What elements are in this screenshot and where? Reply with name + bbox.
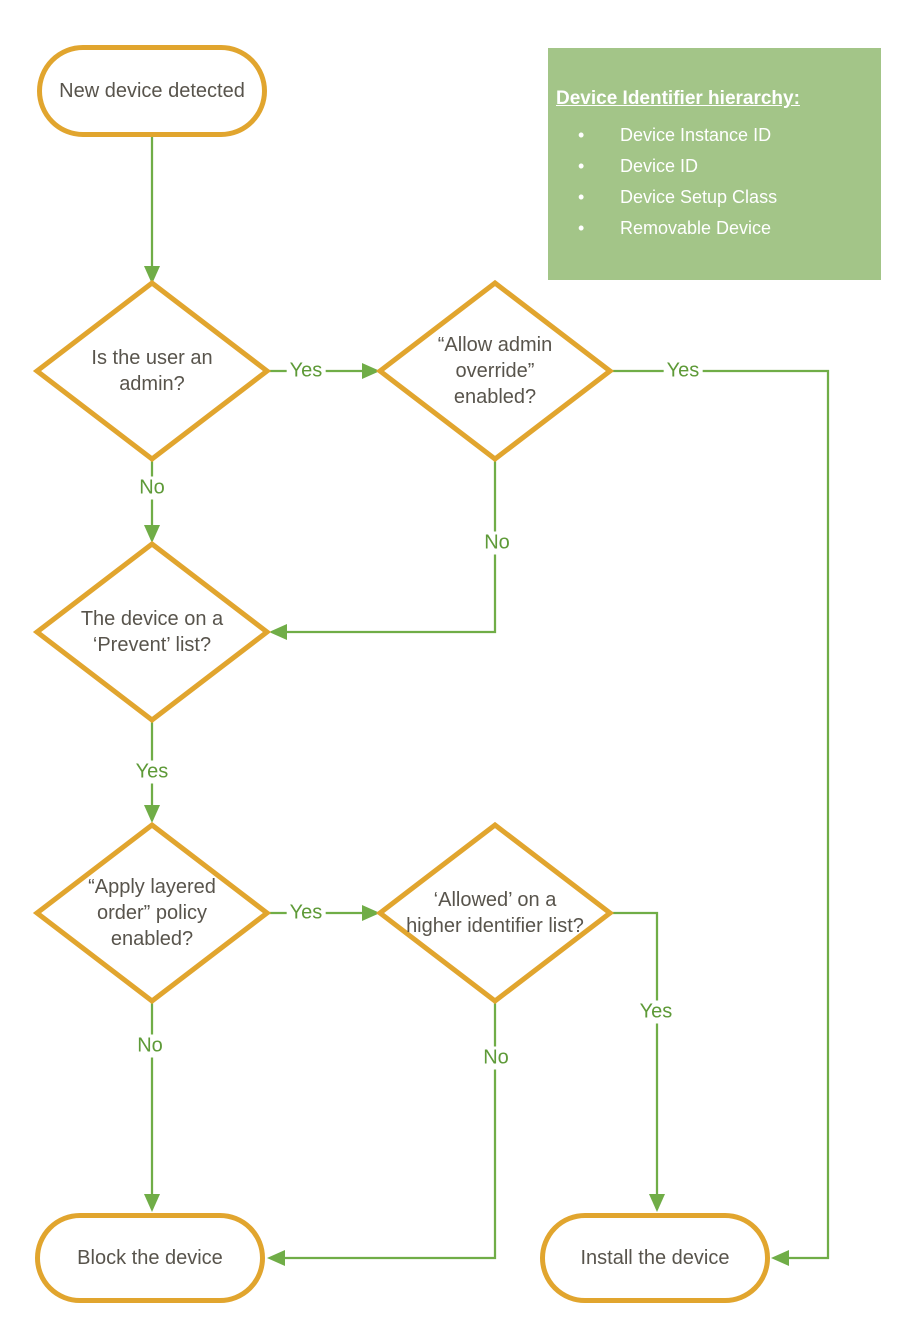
decision-allowed-shape xyxy=(375,821,615,1005)
edge-allowed-yes xyxy=(610,911,665,1212)
edge-label-override-no: No xyxy=(481,531,513,555)
start-node-label: New device detected xyxy=(59,79,245,102)
edge-label-prevent-yes: Yes xyxy=(132,760,172,784)
legend-item-label: Device Setup Class xyxy=(620,187,778,207)
block-device-node: Block the device xyxy=(35,1213,265,1303)
bullet-icon: • xyxy=(578,187,585,207)
edge-label-layered-no: No xyxy=(134,1034,166,1058)
decision-admin-label: Is the user an admin? xyxy=(91,347,213,395)
decision-layered-shape xyxy=(32,821,272,1005)
decision-admin-shape xyxy=(32,279,272,463)
edge-label-admin-no: No xyxy=(136,476,168,500)
decision-layered-label: “Apply layered order” policy enabled? xyxy=(88,876,216,950)
edge-label-layered-yes: Yes xyxy=(286,901,326,925)
legend-item: • Device Instance ID xyxy=(556,120,871,151)
decision-prevent-label: The device on a ‘Prevent’ list? xyxy=(80,608,224,656)
decision-override-shape xyxy=(375,279,615,463)
install-device-node: Install the device xyxy=(540,1213,770,1303)
bullet-icon: • xyxy=(578,218,585,238)
bullet-icon: • xyxy=(578,125,585,145)
edge-label-admin-yes: Yes xyxy=(286,359,326,383)
legend-item: • Removable Device xyxy=(556,213,871,244)
edge-label-allowed-no: No xyxy=(480,1046,512,1070)
install-device-label: Install the device xyxy=(580,1246,730,1269)
block-device-label: Block the device xyxy=(77,1246,223,1269)
edge-override-no xyxy=(269,460,497,640)
edge-label-allowed-yes: Yes xyxy=(636,1000,676,1024)
edge-override-yes xyxy=(610,369,830,1266)
start-node: New device detected xyxy=(37,45,267,137)
bullet-icon: • xyxy=(578,156,585,176)
edge-label-override-yes: Yes xyxy=(663,359,703,383)
legend-list: • Device Instance ID • Device ID • Devic… xyxy=(556,120,871,244)
decision-override-label: “Allow admin override” enabled? xyxy=(437,334,553,408)
device-identifier-hierarchy-legend: Device Identifier hierarchy: • Device In… xyxy=(548,48,881,280)
legend-item-label: Removable Device xyxy=(620,218,772,238)
decision-prevent-shape xyxy=(32,540,272,724)
legend-item: • Device Setup Class xyxy=(556,182,871,213)
legend-title: Device Identifier hierarchy: xyxy=(556,88,800,109)
decision-allowed-label: ‘Allowed’ on a higher identifier list? xyxy=(406,889,584,937)
edge-allowed-no xyxy=(267,1002,497,1266)
legend-item: • Device ID xyxy=(556,151,871,182)
legend-item-label: Device Instance ID xyxy=(620,125,772,145)
legend-item-label: Device ID xyxy=(620,156,699,176)
